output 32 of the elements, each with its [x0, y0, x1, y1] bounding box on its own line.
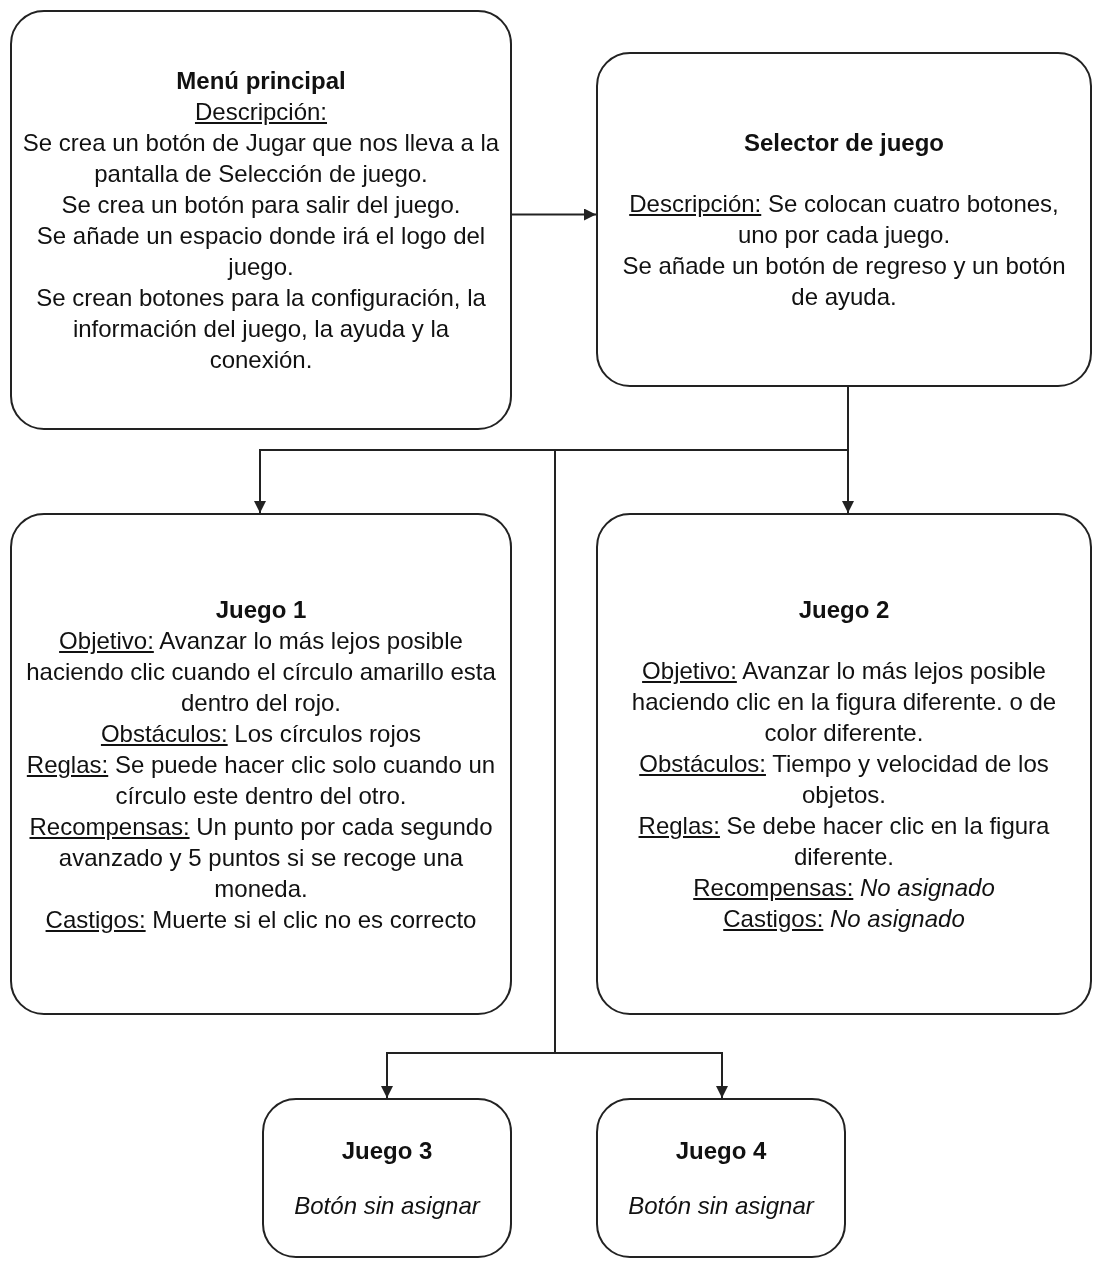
box-text: Castigos: No asignado: [723, 904, 965, 934]
box-text: Reglas: Se debe hacer clic en la figura diferente.: [637, 811, 1051, 872]
box-title: Selector de juego: [743, 128, 945, 158]
process-box: [262, 1098, 512, 1258]
box-text: Descripción:: [194, 97, 327, 127]
box-text: Objetivo: Avanzar lo más lejos posible haciendo clic cuando el círculo amarillo esta dentro del rojo.: [25, 625, 497, 718]
box-text: Reglas: Se puede hacer clic solo cuando un círculo este dentro del otro.: [25, 749, 497, 811]
box-text: Castigos: Muerte si el clic no es correcto: [45, 904, 477, 935]
process-box: [596, 1098, 846, 1258]
process-box: [10, 10, 512, 430]
box-title: Juego 2: [798, 595, 890, 625]
box-title: Juego 3: [341, 1136, 433, 1166]
box-text: Obstáculos: Los círculos rojos: [100, 718, 422, 749]
box-text: Se crean botones para la configuración, la información del juego, la ayuda y la conexión.: [35, 283, 487, 375]
process-box: [596, 513, 1092, 1015]
box-text: Obstáculos: Tiempo y velocidad de los objetos.: [638, 749, 1050, 810]
arrow: [511, 208, 597, 221]
process-box: [10, 513, 512, 1015]
box-text: Recompensas: Un punto por cada segundo avanzado y 5 puntos si se recoge una moneda.: [28, 811, 494, 904]
box-title: Menú principal: [176, 66, 346, 96]
box-text: Descripción: Se colocan cuatro botones, uno por cada juego.: [628, 189, 1060, 250]
box-text: Se añade un espacio donde irá el logo del juego.: [35, 221, 487, 282]
box-title: Juego 1: [215, 594, 307, 625]
box-text: Se añade un botón de regreso y un botón de ayuda.: [621, 251, 1067, 312]
box-text: Botón sin asignar: [294, 1191, 480, 1221]
box-title: Juego 4: [675, 1136, 767, 1166]
process-box: [596, 52, 1092, 387]
box-text: Botón sin asignar: [628, 1191, 814, 1221]
box-text: Objetivo: Avanzar lo más lejos posible haciendo clic en la figura diferente. o de color diferente.: [630, 656, 1058, 748]
box-text: Recompensas: No asignado: [693, 873, 995, 903]
box-text: Se crea un botón de Jugar que nos lleva a la pantalla de Selección de juego.: [21, 128, 501, 189]
box-text: Se crea un botón para salir del juego.: [61, 190, 461, 220]
